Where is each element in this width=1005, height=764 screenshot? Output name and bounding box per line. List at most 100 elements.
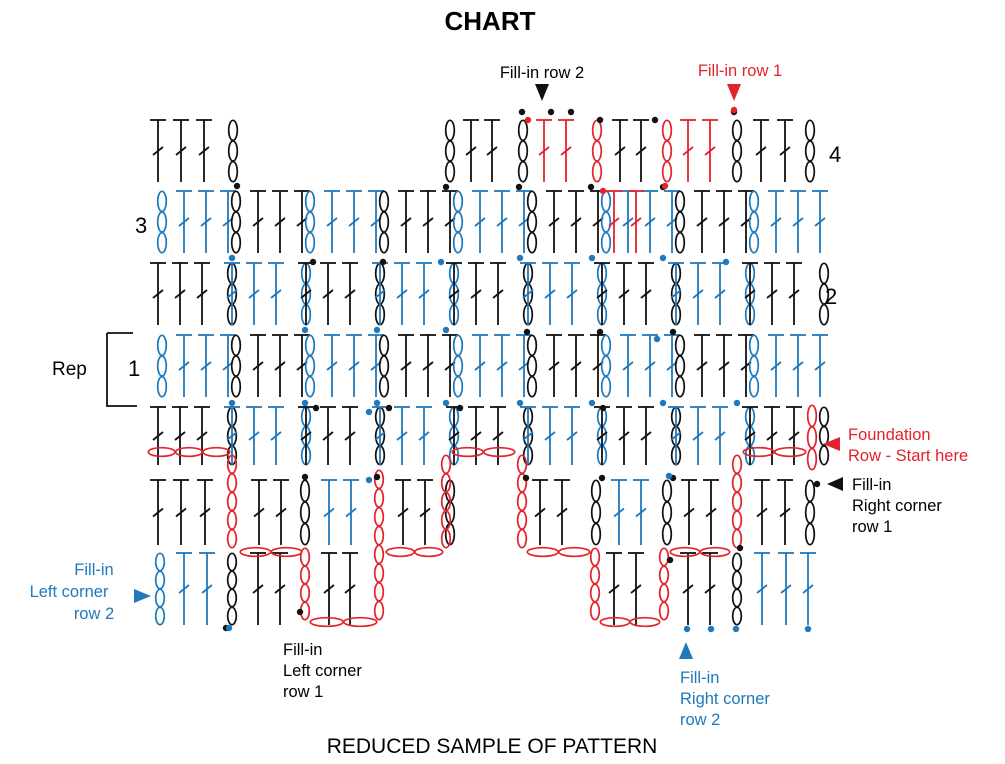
stitch-slash — [486, 146, 498, 156]
stitch-slash — [199, 507, 211, 518]
stitch-slash — [374, 289, 386, 299]
join-dot — [515, 183, 523, 191]
dc-stitch — [294, 190, 310, 253]
rep-bracket — [106, 332, 137, 407]
dc-stitch — [246, 406, 262, 465]
chain-loop — [699, 546, 731, 558]
join-dot — [225, 624, 233, 632]
chain-loop — [378, 190, 390, 213]
stitch-slash — [270, 289, 282, 299]
dc-stitch — [742, 262, 758, 325]
stitch-slash — [718, 217, 730, 227]
chain-loop — [591, 140, 603, 162]
chain-loop — [299, 565, 311, 585]
stitch-slash — [670, 431, 682, 441]
chain-loop — [517, 140, 529, 162]
stitch-slash — [492, 431, 504, 441]
dc-stitch — [606, 552, 622, 625]
dc-stitch — [558, 119, 574, 182]
join-dot — [596, 116, 604, 124]
stitch-slash — [152, 431, 164, 441]
stitch-slash — [474, 361, 486, 371]
chain-loop — [661, 160, 673, 183]
dc-stitch — [703, 479, 719, 545]
chain-horizontal — [309, 616, 378, 628]
join-dot — [379, 258, 387, 266]
chain-loop — [658, 547, 670, 567]
stitch-slash — [744, 289, 756, 299]
dc-stitch — [790, 190, 806, 253]
stitch-slash — [418, 289, 430, 299]
chain-loop — [731, 454, 743, 475]
left-corner-row1-line3: row 1 — [283, 683, 323, 701]
stitch-slash — [345, 507, 357, 518]
chain-loop — [226, 570, 238, 590]
stitch-slash — [570, 217, 582, 227]
dc-stitch — [194, 406, 210, 465]
chain-loop — [804, 501, 816, 524]
chain-loop — [226, 588, 238, 608]
stitch-slash — [522, 289, 534, 299]
stitch-slash — [496, 217, 508, 227]
stitch-slash — [152, 289, 164, 299]
right-corner-row2-line3: row 2 — [680, 711, 720, 729]
stitch-slash — [566, 431, 578, 441]
stitch-slash — [566, 289, 578, 299]
chain-loop — [385, 546, 416, 558]
chain-loop — [590, 479, 602, 503]
dc-stitch — [246, 262, 262, 325]
chain-loop — [202, 446, 231, 458]
chain-vertical — [230, 334, 242, 398]
dc-stitch — [590, 190, 606, 253]
chain-loop — [299, 479, 311, 503]
dc-stitch — [642, 190, 658, 253]
left-corner-row1-line2: Left corner — [283, 662, 362, 680]
stitch-slash — [779, 507, 791, 518]
dc-stitch — [342, 262, 358, 325]
dc-stitch — [516, 190, 532, 253]
foundation-row-label-line2: Row - Start here — [848, 447, 968, 465]
chain-vertical — [600, 334, 612, 398]
chain-vertical — [452, 190, 464, 254]
chain-loop — [154, 588, 166, 608]
dc-stitch — [346, 190, 362, 253]
stitch-slash — [614, 146, 626, 156]
chain-loop — [373, 581, 385, 602]
chain-loop — [731, 119, 743, 142]
join-dot — [707, 625, 715, 633]
row-number-1: 1 — [128, 356, 140, 381]
join-dot — [228, 254, 236, 262]
row-number-2: 2 — [825, 284, 837, 309]
stitch-slash — [178, 217, 190, 227]
dc-stitch — [468, 262, 484, 325]
up-arrow-icon — [679, 642, 693, 659]
chain-vertical — [444, 119, 456, 183]
join-dot — [813, 480, 821, 488]
dc-stitch — [150, 479, 166, 545]
chain-vertical — [661, 479, 673, 546]
dc-stitch — [568, 190, 584, 253]
chain-loop — [526, 211, 538, 233]
chart-title: CHART — [445, 6, 536, 36]
join-dot — [373, 326, 381, 334]
dc-stitch — [342, 406, 358, 465]
join-dot — [653, 335, 661, 343]
chain-vertical — [804, 479, 816, 546]
dc-stitch — [220, 190, 236, 253]
chain-vertical — [748, 334, 760, 398]
chain-loop — [600, 355, 612, 377]
dc-stitch — [812, 334, 828, 397]
chain-vertical — [600, 190, 612, 254]
chain-loop — [452, 211, 464, 233]
row-number-4: 4 — [829, 142, 841, 167]
stitch-slash — [196, 431, 208, 441]
down-arrow-icon — [727, 84, 741, 101]
dc-stitch — [372, 406, 388, 465]
chain-vertical — [154, 552, 166, 626]
chain-loop — [516, 491, 528, 512]
dc-stitch — [268, 406, 284, 465]
dc-stitch — [520, 262, 536, 325]
chain-loop — [589, 565, 601, 585]
dc-stitch — [320, 406, 336, 465]
chain-vertical — [156, 190, 168, 254]
